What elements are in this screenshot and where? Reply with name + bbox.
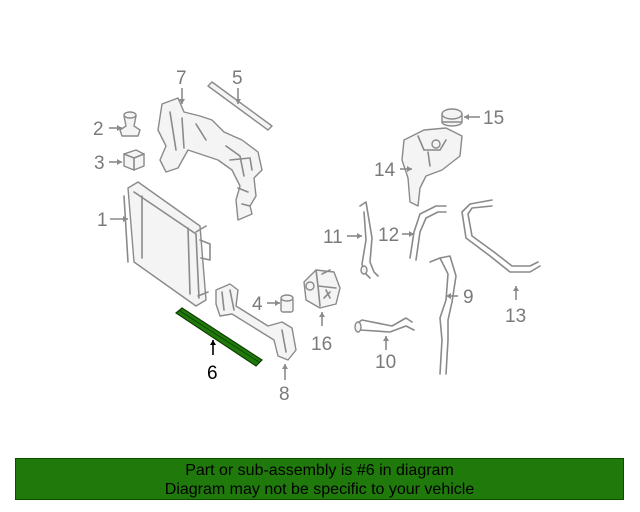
- callout-16: 16: [311, 334, 332, 355]
- parts-diagram: 1 2 3 4 5 6 7 8 9 10 11 12 13 14 15 16: [93, 68, 541, 405]
- part-7-air-guide: [157, 97, 263, 221]
- part-13-pipe: [461, 199, 541, 273]
- callout-7: 7: [176, 68, 187, 89]
- part-10-hose: [354, 317, 415, 333]
- callout-5: 5: [232, 68, 243, 89]
- part-14-reservoir: [401, 127, 463, 207]
- callout-8: 8: [279, 384, 290, 405]
- part-15-cap: [441, 108, 463, 127]
- callout-13: 13: [505, 306, 526, 327]
- part-12-hose: [409, 205, 447, 261]
- part-6-seal: [174, 307, 263, 367]
- part-1-radiator: [123, 181, 211, 307]
- part-8-bracket: [215, 283, 297, 361]
- part-3-mount: [123, 149, 145, 171]
- part-2-clip: [119, 111, 141, 137]
- callout-11: 11: [323, 227, 343, 248]
- info-banner: Part or sub-assembly is #6 in diagram Di…: [15, 458, 624, 500]
- part-5-seal-strip: [207, 81, 273, 131]
- callout-3: 3: [94, 153, 105, 174]
- leader-lines: [109, 88, 519, 380]
- callout-12: 12: [378, 225, 399, 246]
- part-4-fitting: [280, 294, 294, 313]
- callout-9: 9: [463, 287, 474, 308]
- banner-line-1: Part or sub-assembly is #6 in diagram: [185, 462, 454, 479]
- callout-1: 1: [97, 210, 108, 231]
- part-16-pump: [303, 269, 341, 309]
- callout-10: 10: [375, 352, 396, 373]
- callout-4: 4: [252, 294, 263, 315]
- banner-line-2: Diagram may not be specific to your vehi…: [164, 481, 475, 498]
- callout-15: 15: [483, 108, 504, 129]
- part-9-hose: [429, 255, 457, 375]
- callout-6: 6: [207, 363, 218, 384]
- callout-labels: 1 2 3 4 5 6 7 8 9 10 11 12 13 14 15 16: [93, 68, 526, 405]
- callout-14: 14: [374, 160, 396, 181]
- part-11-hose: [359, 201, 379, 279]
- callout-2: 2: [93, 119, 104, 140]
